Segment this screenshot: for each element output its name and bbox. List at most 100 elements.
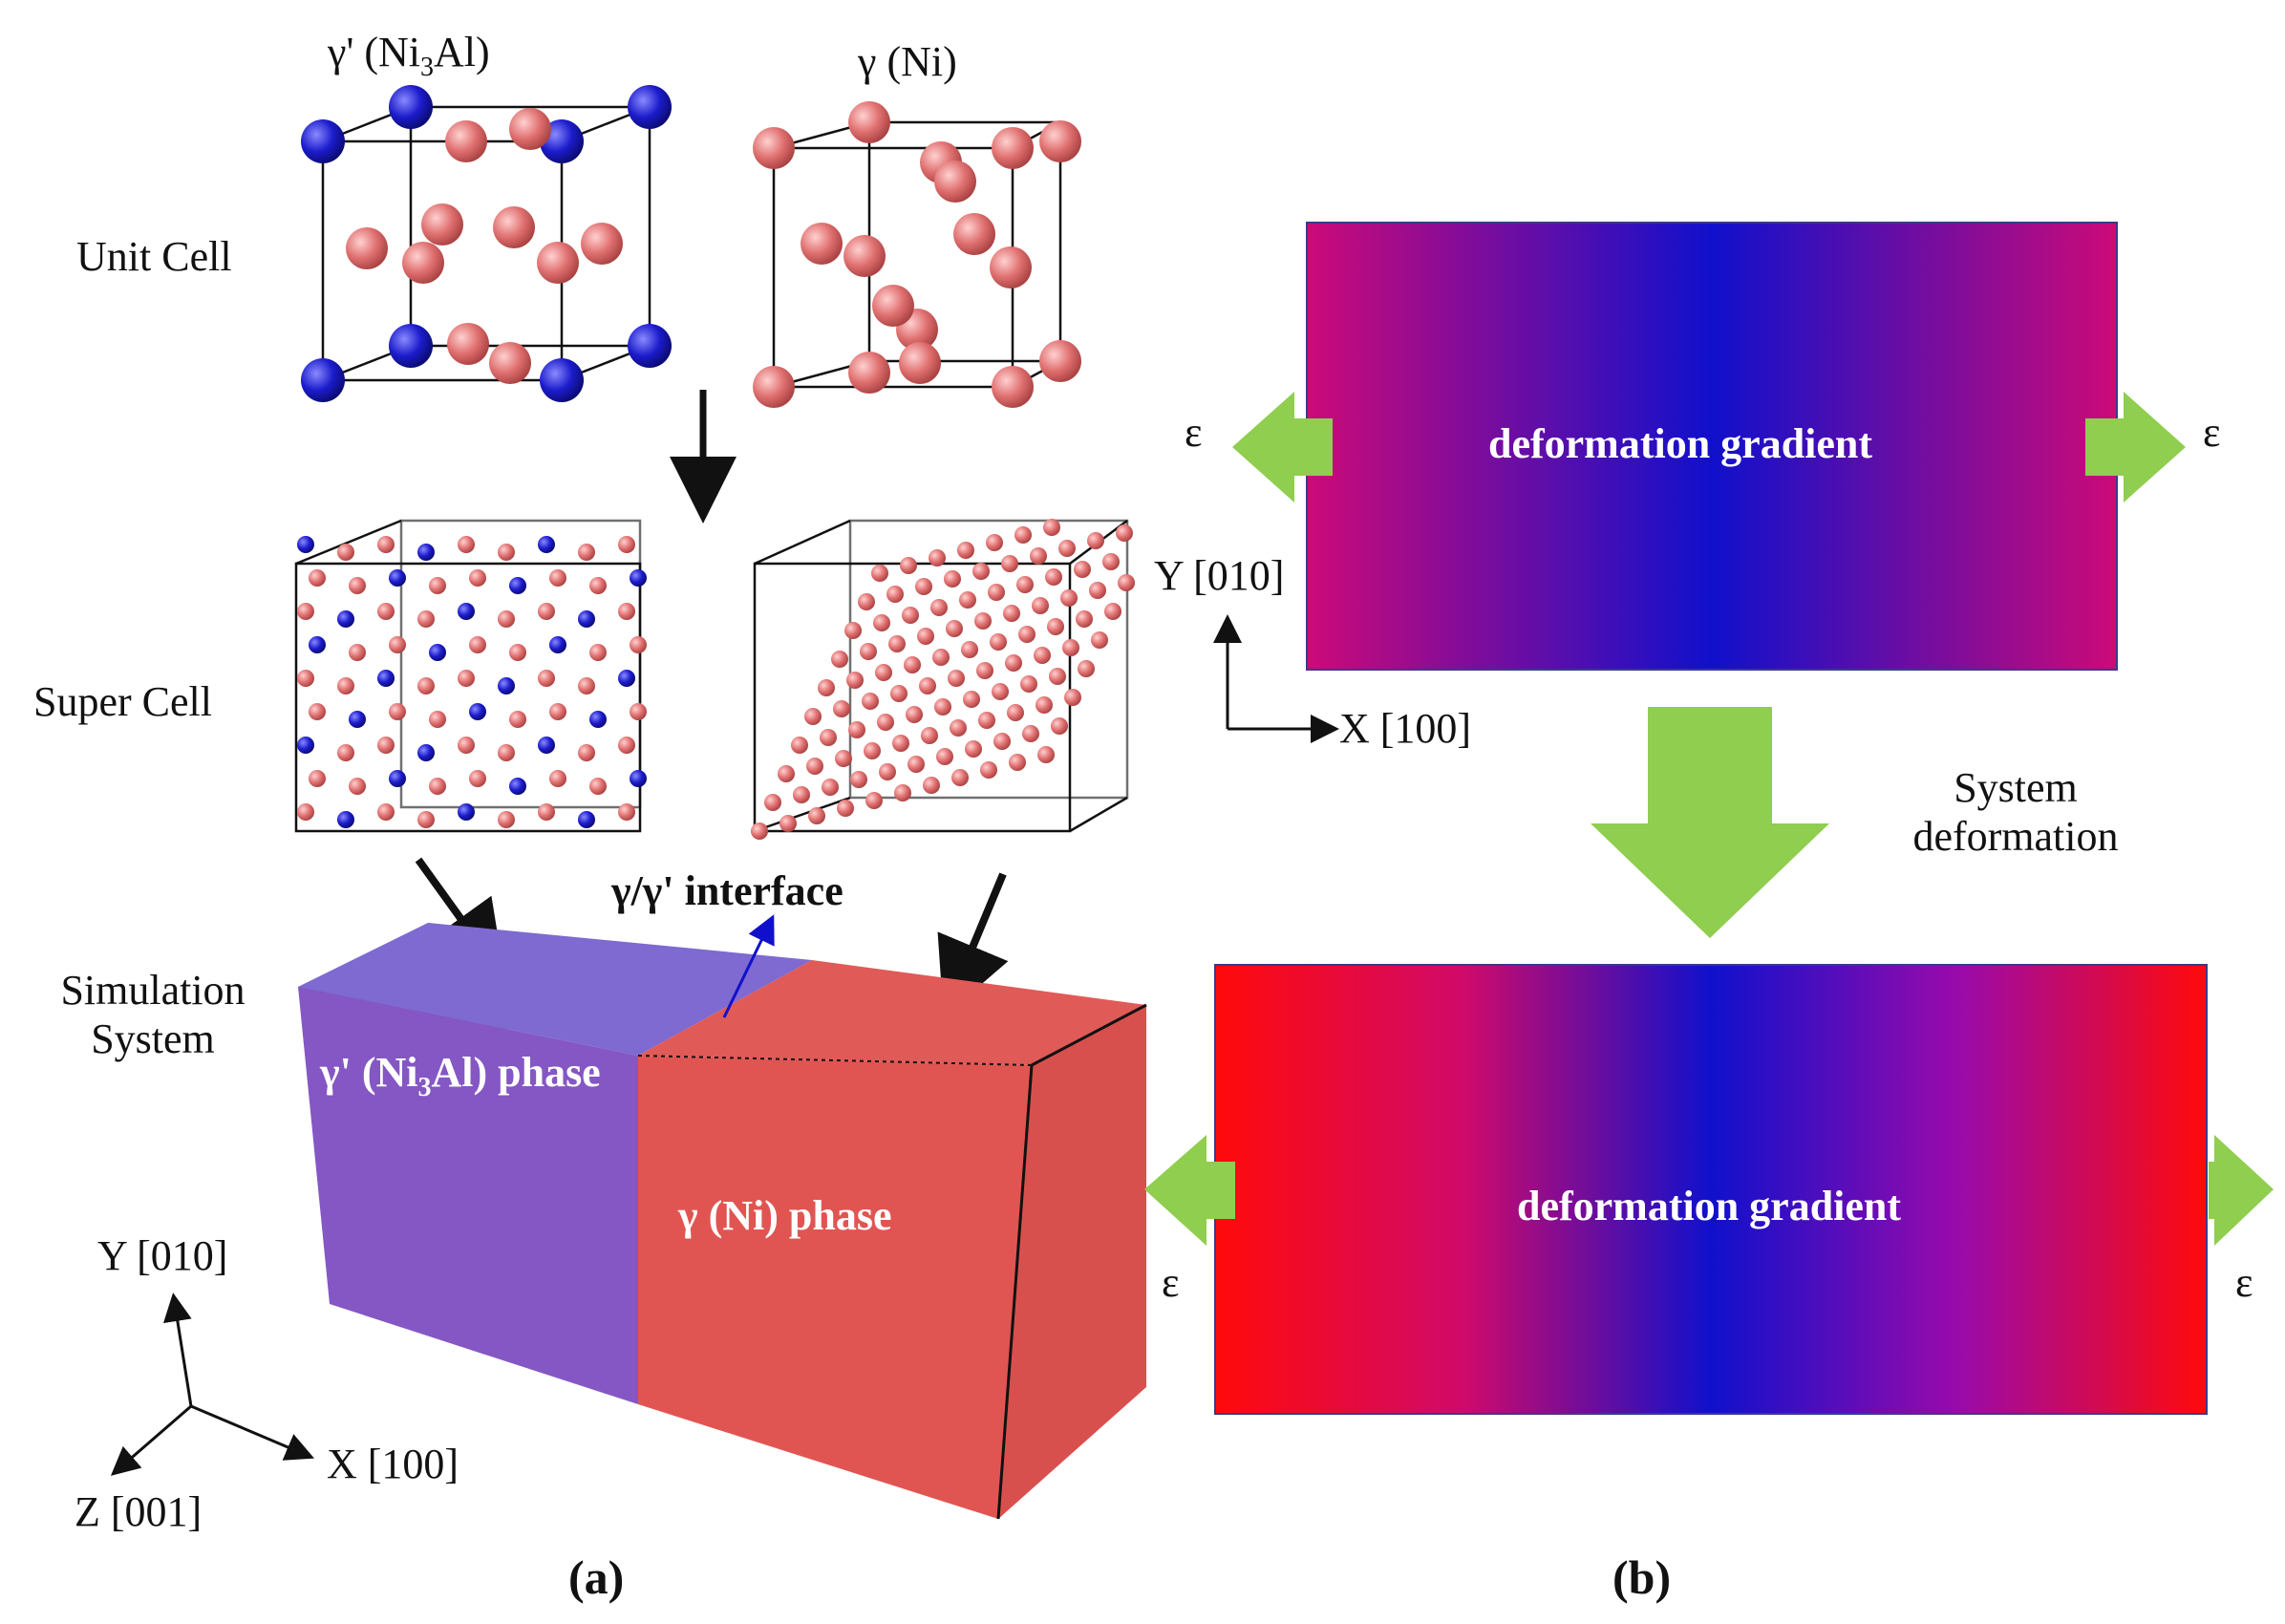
- ni-atom: [1020, 675, 1037, 693]
- al-atom: [509, 778, 526, 795]
- ni-atom: [932, 649, 950, 666]
- ni-atom: [934, 160, 976, 203]
- ni-atom: [389, 703, 406, 720]
- deformation-box-bottom: [1214, 964, 2208, 1415]
- ni-atom: [808, 807, 825, 824]
- ni-atom: [429, 778, 446, 795]
- ni-atom: [549, 770, 566, 787]
- ni-atom: [489, 342, 531, 384]
- ni-atom: [578, 677, 595, 694]
- interface-pointer-arrow: [722, 914, 775, 1018]
- ni-atom: [1022, 725, 1039, 742]
- al-atom: [630, 770, 647, 787]
- ni-atom: [972, 563, 990, 580]
- ni-atom: [549, 703, 566, 720]
- al-atom: [297, 536, 314, 553]
- axis-b-x-label: X [100]: [1339, 705, 1472, 752]
- axis-b-y-label: Y [010]: [1154, 552, 1285, 599]
- ni-atom: [992, 683, 1009, 700]
- ni-atom: [902, 607, 919, 624]
- ni-atom: [904, 656, 921, 673]
- ni-atom: [1001, 555, 1018, 572]
- interface-label: γ/γ' interface: [611, 867, 844, 914]
- ni-atom: [469, 569, 486, 587]
- al-atom: [297, 737, 314, 754]
- ni-atom: [337, 744, 354, 761]
- al-atom: [417, 744, 435, 761]
- al-atom: [498, 677, 515, 694]
- row-label-simulation: Simulation System: [60, 967, 246, 1062]
- al-atom: [509, 577, 526, 594]
- ni-atom: [1034, 647, 1051, 664]
- al-atom: [538, 737, 555, 754]
- ni-atom: [509, 711, 526, 728]
- super-cell-gamma-prime-edges: [294, 519, 642, 833]
- ni-atom: [1062, 639, 1079, 656]
- panel-b-title: (b): [1612, 1550, 1672, 1604]
- ni-atom: [417, 677, 435, 694]
- al-atom: [578, 811, 595, 828]
- ni-atom: [589, 577, 607, 594]
- ni-atom: [1064, 689, 1081, 706]
- ni-atom: [537, 242, 579, 284]
- ni-atom: [458, 737, 475, 754]
- block-top-gamma-prime: [298, 923, 812, 1056]
- ni-atom: [1039, 120, 1081, 162]
- ni-atom: [930, 599, 948, 616]
- ni-atom: [309, 770, 326, 787]
- strain-arrow-bottom-left: [1144, 1135, 1235, 1246]
- ni-atom: [846, 672, 864, 689]
- ni-atom: [618, 737, 635, 754]
- super-right-to-system-arrow: [937, 872, 1009, 1017]
- unit-cell-gamma: [753, 101, 1081, 408]
- ni-atom: [899, 342, 941, 384]
- ni-atom: [848, 721, 865, 738]
- al-atom: [469, 703, 486, 720]
- ni-atom: [946, 620, 963, 637]
- block-front-gamma-prime: [298, 987, 638, 1404]
- al-atom: [618, 670, 635, 687]
- ni-atom: [886, 586, 904, 603]
- al-atom: [549, 636, 566, 653]
- ni-atom: [1060, 589, 1078, 607]
- ni-atom: [1091, 631, 1108, 649]
- al-atom: [309, 636, 326, 653]
- ni-atom: [778, 765, 795, 782]
- axis-a-z: [110, 1404, 192, 1476]
- ni-atom: [429, 711, 446, 728]
- ni-atom: [793, 786, 810, 803]
- ni-atom: [377, 737, 395, 754]
- ni-atom: [1018, 626, 1036, 643]
- ni-atom: [498, 744, 515, 761]
- ni-atom: [864, 742, 881, 759]
- block-side-top-edge: [1031, 1003, 1147, 1067]
- ni-atom: [917, 628, 934, 645]
- ni-atom: [469, 636, 486, 653]
- ni-atom: [965, 740, 982, 758]
- ni-atom: [801, 223, 843, 265]
- al-atom: [458, 803, 475, 821]
- ni-atom: [751, 823, 768, 840]
- axes-a: [110, 1293, 315, 1476]
- ni-atom: [309, 569, 326, 587]
- strain-label-top-left: ε: [1185, 409, 1203, 456]
- phase-gamma-label: γ (Ni): [858, 38, 957, 85]
- ni-atom: [1037, 746, 1055, 763]
- phase-gamma-prime-label: γ' (Ni3Al): [328, 29, 490, 82]
- ni-atom: [833, 700, 850, 717]
- ni-atom: [871, 565, 888, 582]
- ni-atom: [618, 803, 635, 821]
- ni-atom: [498, 610, 515, 628]
- ni-atom: [974, 612, 992, 630]
- ni-atom: [892, 735, 909, 752]
- ni-atom: [961, 641, 978, 658]
- ni-atom: [978, 712, 995, 729]
- strain-label-bottom-right: ε: [2235, 1259, 2253, 1306]
- ni-atom: [779, 815, 797, 832]
- ni-atom: [806, 758, 823, 775]
- ni-atom: [509, 644, 526, 661]
- al-atom: [389, 770, 406, 787]
- ni-atom: [894, 784, 911, 801]
- strain-label-bottom-left: ε: [1162, 1259, 1180, 1306]
